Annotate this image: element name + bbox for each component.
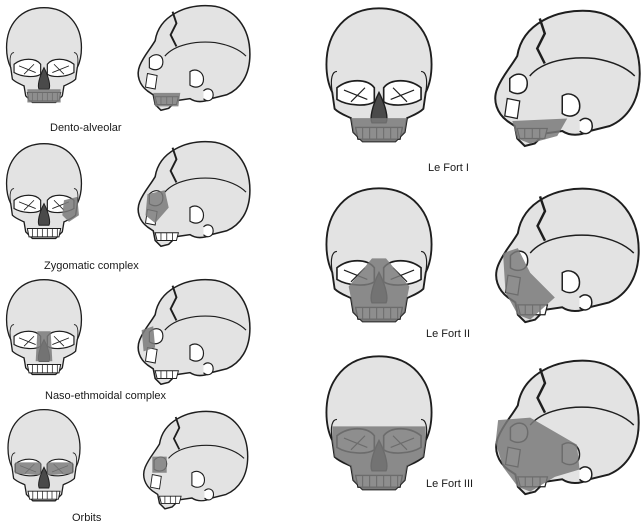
- frontal-skull: [2, 278, 86, 382]
- frontal-skull: [2, 6, 86, 110]
- fracture-region: [153, 92, 181, 107]
- panel-dento-alveolar: Dento-alveolar: [0, 0, 260, 136]
- panel-caption: Naso-ethmoidal complex: [45, 390, 167, 402]
- fracture-region: [27, 89, 61, 103]
- fracture-region: [503, 248, 555, 320]
- lateral-skull: [124, 408, 258, 516]
- fracture-region: [495, 417, 580, 492]
- fracture-region: [145, 190, 169, 224]
- panel-caption: Dento-alveolar: [50, 122, 122, 134]
- fracture-region: [35, 331, 53, 362]
- panel-naso-ethmoidal-complex: Naso-ethmoidal complex: [0, 276, 260, 406]
- panel-caption: Zygomatic complex: [44, 260, 139, 272]
- lateral-skull: [120, 2, 258, 118]
- frontal-skull: [2, 142, 86, 246]
- frontal-skull: [320, 186, 438, 332]
- lateral-skull: [478, 184, 644, 332]
- panel-orbits: Orbits: [0, 406, 260, 528]
- panel-caption: Le Fort I: [428, 162, 469, 174]
- frontal-skull: [2, 408, 86, 508]
- panel-caption: Le Fort II: [426, 328, 471, 340]
- fracture-region: [15, 462, 73, 476]
- lateral-skull: [478, 6, 644, 156]
- fracture-region: [141, 326, 156, 352]
- panel-zygomatic-complex: Zygomatic complex: [0, 138, 260, 276]
- fracture-region: [348, 258, 410, 322]
- fracture-region: [152, 456, 167, 473]
- frontal-skull: [320, 354, 438, 500]
- fracture-region: [332, 426, 426, 490]
- lateral-skull: [478, 356, 644, 504]
- panel-caption: Orbits: [72, 512, 102, 524]
- lateral-skull: [120, 138, 258, 254]
- panel-caption: Le Fort III: [426, 478, 474, 490]
- fracture-region: [512, 118, 568, 144]
- panel-le-fort-ii: Le Fort II: [310, 182, 644, 352]
- frontal-skull: [320, 6, 438, 152]
- panel-le-fort-iii: Le Fort III: [310, 352, 644, 528]
- fracture-region: [350, 118, 408, 142]
- panel-le-fort-i: Le Fort I: [310, 0, 644, 180]
- fracture-region: [62, 196, 79, 222]
- lateral-skull: [120, 276, 258, 392]
